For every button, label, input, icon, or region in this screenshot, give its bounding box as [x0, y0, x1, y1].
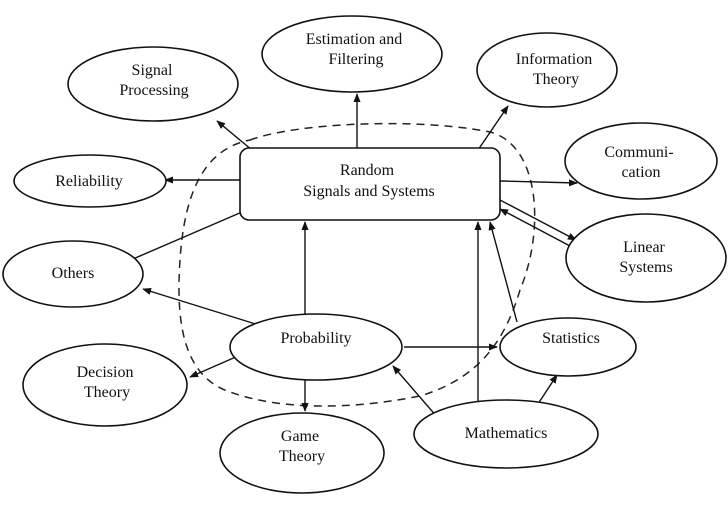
edge-random-others: [125, 211, 243, 263]
nodes: [2, 15, 727, 494]
edge-random-signalproc: [216, 120, 253, 151]
node-random-signals-box: [239, 147, 501, 221]
node-linear-systems-ellipse: [565, 213, 727, 303]
labels: Random Signals and Systems Estimation an…: [52, 31, 677, 465]
node-estimation-filtering-ellipse: [261, 15, 443, 93]
edge-random-infotheory: [477, 105, 509, 151]
label-probability: Probability: [280, 330, 351, 347]
node-probability-ellipse: [229, 313, 403, 381]
edge-probability-others: [142, 287, 263, 327]
label-communication: Communi- cation: [604, 144, 677, 181]
edge-mathematics-probability: [392, 365, 439, 419]
edge-random-communication: [499, 179, 578, 187]
node-decision-theory-ellipse: [22, 343, 188, 427]
node-others-ellipse: [2, 240, 144, 308]
node-mathematics-ellipse: [413, 399, 599, 469]
label-decision-theory: Decision Theory: [77, 364, 138, 401]
edges: [125, 93, 578, 419]
label-estimation-filtering: Estimation and Filtering: [306, 31, 406, 68]
edge-statistics-random: [488, 221, 518, 323]
label-reliability: Reliability: [55, 173, 123, 190]
label-mathematics: Mathematics: [465, 425, 548, 442]
node-communication-ellipse: [564, 122, 718, 200]
node-information-theory-ellipse: [476, 32, 618, 108]
core-boundary: [178, 122, 536, 407]
edge-random-linear-a: [499, 199, 577, 241]
label-linear-systems: Linear Systems: [619, 239, 672, 276]
label-random-signals: Random Signals and Systems: [303, 162, 435, 200]
edge-random-linear-b: [499, 208, 571, 247]
node-statistics-ellipse: [499, 317, 637, 377]
edge-probability-decision: [189, 355, 239, 378]
label-game-theory: Game Theory: [279, 428, 325, 465]
label-statistics: Statistics: [542, 330, 600, 347]
node-signal-processing-ellipse: [67, 46, 239, 122]
label-others: Others: [52, 265, 95, 282]
node-reliability-ellipse: [13, 154, 167, 208]
node-game-theory-ellipse: [219, 412, 385, 494]
label-information-theory: Information Theory: [516, 51, 596, 88]
label-signal-processing: Signal Processing: [119, 62, 188, 99]
